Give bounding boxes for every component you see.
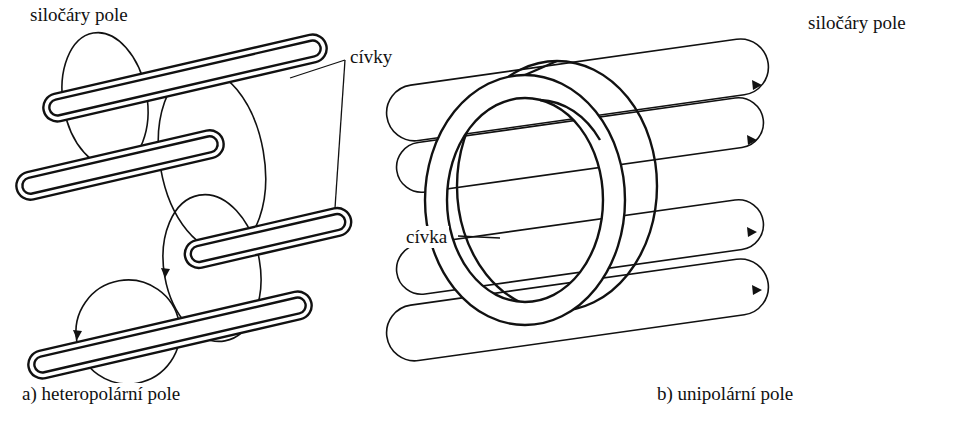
- label-text: b) unipolární pole: [655, 383, 795, 405]
- unipolar-field-lines: [383, 35, 772, 364]
- field-arrowheads: [747, 80, 762, 295]
- label-text: siločáry pole: [806, 12, 908, 34]
- coils: [14, 32, 354, 382]
- ring-coil: [425, 61, 657, 325]
- field-arrowheads: [58, 98, 170, 340]
- label-text: cívky: [348, 46, 394, 68]
- label-text: siločáry pole: [28, 4, 130, 26]
- label-text: cívka: [404, 226, 449, 248]
- label-text: a) heteropolární pole: [20, 383, 182, 405]
- leader-lines: [290, 60, 500, 238]
